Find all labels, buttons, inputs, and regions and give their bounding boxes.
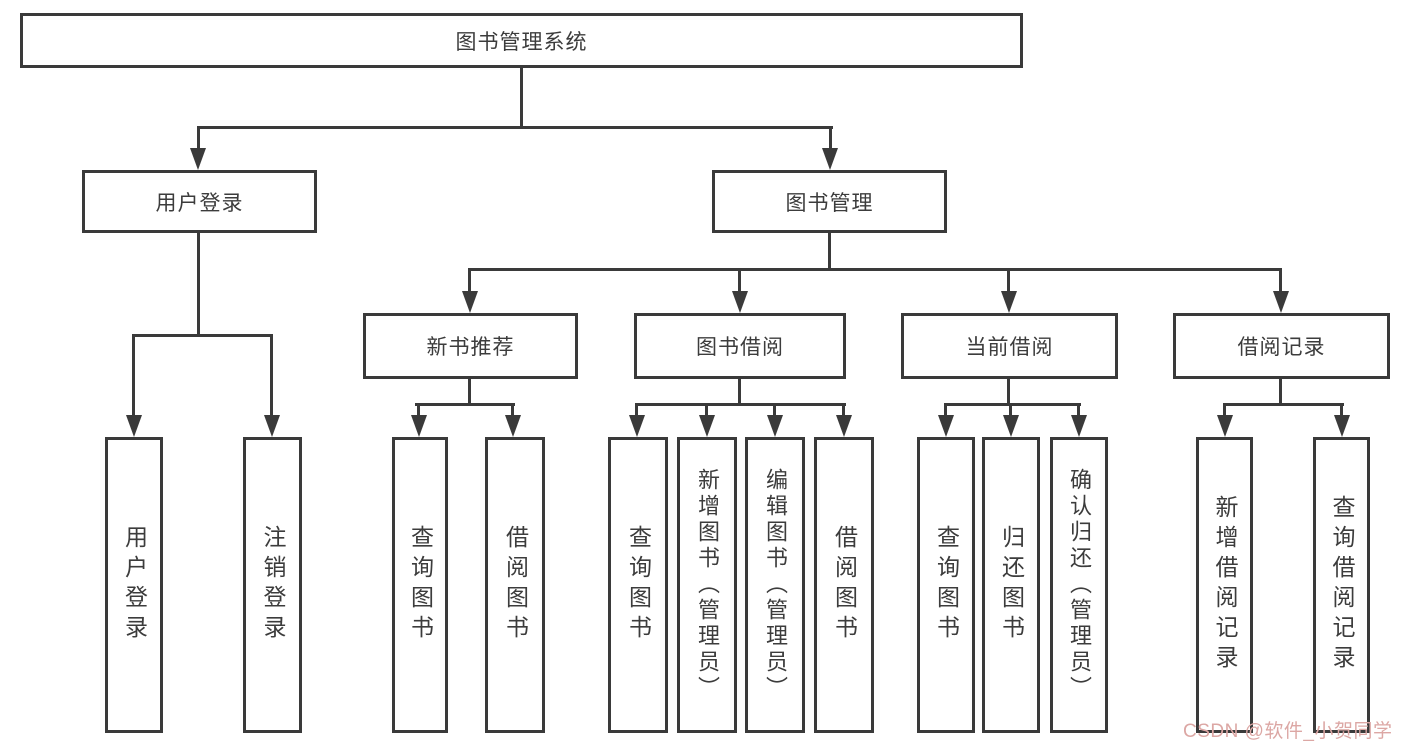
node-book-borrowing: 图书借阅 xyxy=(634,313,846,379)
node-current-borrowing: 当前借阅 xyxy=(901,313,1118,379)
arrow-down-icon xyxy=(1273,291,1289,313)
arrow-down-icon xyxy=(699,415,715,437)
arrow-down-icon xyxy=(1071,415,1087,437)
node-nb-query-books: 查询图书 xyxy=(392,437,448,733)
node-bb-query-books: 查询图书 xyxy=(608,437,668,733)
connector xyxy=(417,406,420,416)
node-cb-confirm-return-admin: 确认归还（管理员） xyxy=(1050,437,1108,733)
connector xyxy=(415,403,515,406)
node-nb-borrow-books-label: 借阅图书 xyxy=(502,525,529,645)
node-user-login-action-label: 用户登录 xyxy=(121,525,148,645)
connector xyxy=(1077,406,1080,416)
arrow-down-icon xyxy=(411,415,427,437)
arrow-down-icon xyxy=(938,415,954,437)
node-bb-query-books-label: 查询图书 xyxy=(625,525,652,645)
connector xyxy=(197,129,200,149)
node-cb-return-books-label: 归还图书 xyxy=(998,525,1025,645)
connector xyxy=(1340,406,1343,416)
arrow-down-icon xyxy=(190,148,206,170)
node-book-management-label: 图书管理 xyxy=(785,191,874,215)
connector xyxy=(635,403,846,406)
arrow-down-icon xyxy=(1334,415,1350,437)
node-user-login: 用户登录 xyxy=(82,170,317,233)
arrow-down-icon xyxy=(822,148,838,170)
node-book-borrowing-label: 图书借阅 xyxy=(696,336,784,359)
connector xyxy=(705,406,708,416)
connector xyxy=(132,334,273,337)
arrow-down-icon xyxy=(264,415,280,437)
arrow-down-icon xyxy=(767,415,783,437)
connector xyxy=(829,129,832,149)
node-cb-query-books-label: 查询图书 xyxy=(933,525,960,645)
node-cb-return-books: 归还图书 xyxy=(982,437,1040,733)
connector xyxy=(1223,406,1226,416)
node-cb-query-books: 查询图书 xyxy=(917,437,975,733)
arrow-down-icon xyxy=(629,415,645,437)
connector xyxy=(944,406,947,416)
arrow-down-icon xyxy=(505,415,521,437)
node-bb-add-books-admin: 新增图书（管理员） xyxy=(677,437,737,733)
connector xyxy=(738,271,741,291)
arrow-down-icon xyxy=(126,415,142,437)
node-root-label: 图书管理系统 xyxy=(455,30,588,54)
node-bb-edit-books-admin: 编辑图书（管理员） xyxy=(745,437,805,733)
node-user-login-label: 用户登录 xyxy=(155,191,244,215)
node-bb-borrow-books-label: 借阅图书 xyxy=(831,525,858,645)
arrow-down-icon xyxy=(462,291,478,313)
node-new-book-recommend-label: 新书推荐 xyxy=(426,336,515,359)
connector xyxy=(468,268,1282,271)
connector xyxy=(132,337,135,415)
node-new-book-recommend: 新书推荐 xyxy=(363,313,578,379)
connector xyxy=(1007,379,1010,405)
node-br-add-record-label: 新增借阅记录 xyxy=(1212,495,1238,675)
node-book-management: 图书管理 xyxy=(712,170,947,233)
connector xyxy=(738,379,741,405)
node-br-query-record: 查询借阅记录 xyxy=(1313,437,1370,733)
connector xyxy=(828,233,831,271)
arrow-down-icon xyxy=(836,415,852,437)
connector xyxy=(635,406,638,416)
arrow-down-icon xyxy=(1003,415,1019,437)
arrow-down-icon xyxy=(1001,291,1017,313)
node-bb-borrow-books: 借阅图书 xyxy=(814,437,874,733)
arrow-down-icon xyxy=(1217,415,1233,437)
node-br-query-record-label: 查询借阅记录 xyxy=(1329,495,1355,675)
node-nb-query-books-label: 查询图书 xyxy=(407,525,434,645)
connector xyxy=(1009,406,1012,416)
csdn-watermark: CSDN @软件_小贺同学 xyxy=(1183,721,1393,742)
node-logout-action-label: 注销登录 xyxy=(260,525,286,645)
connector xyxy=(520,68,523,129)
node-nb-borrow-books: 借阅图书 xyxy=(485,437,545,733)
node-borrowing-records: 借阅记录 xyxy=(1173,313,1390,379)
connector xyxy=(1223,403,1344,406)
connector xyxy=(1007,271,1010,291)
node-cb-confirm-return-admin-label: 确认归还（管理员） xyxy=(1067,468,1092,702)
node-br-add-record: 新增借阅记录 xyxy=(1196,437,1253,733)
connector xyxy=(842,406,845,416)
node-bb-add-books-admin-label: 新增图书（管理员） xyxy=(695,468,720,702)
node-user-login-action: 用户登录 xyxy=(105,437,163,733)
connector xyxy=(468,379,471,405)
node-borrowing-records-label: 借阅记录 xyxy=(1237,336,1326,359)
connector xyxy=(773,406,776,416)
node-bb-edit-books-admin-label: 编辑图书（管理员） xyxy=(763,468,788,702)
connector xyxy=(197,233,200,336)
connector xyxy=(1279,379,1282,405)
connector xyxy=(197,126,833,129)
connector xyxy=(270,337,273,415)
connector xyxy=(1279,271,1282,291)
connector xyxy=(944,403,1081,406)
connector xyxy=(468,271,471,291)
arrow-down-icon xyxy=(732,291,748,313)
node-logout-action: 注销登录 xyxy=(243,437,302,733)
node-root: 图书管理系统 xyxy=(20,13,1023,68)
node-current-borrowing-label: 当前借阅 xyxy=(965,336,1054,359)
connector xyxy=(511,406,514,416)
